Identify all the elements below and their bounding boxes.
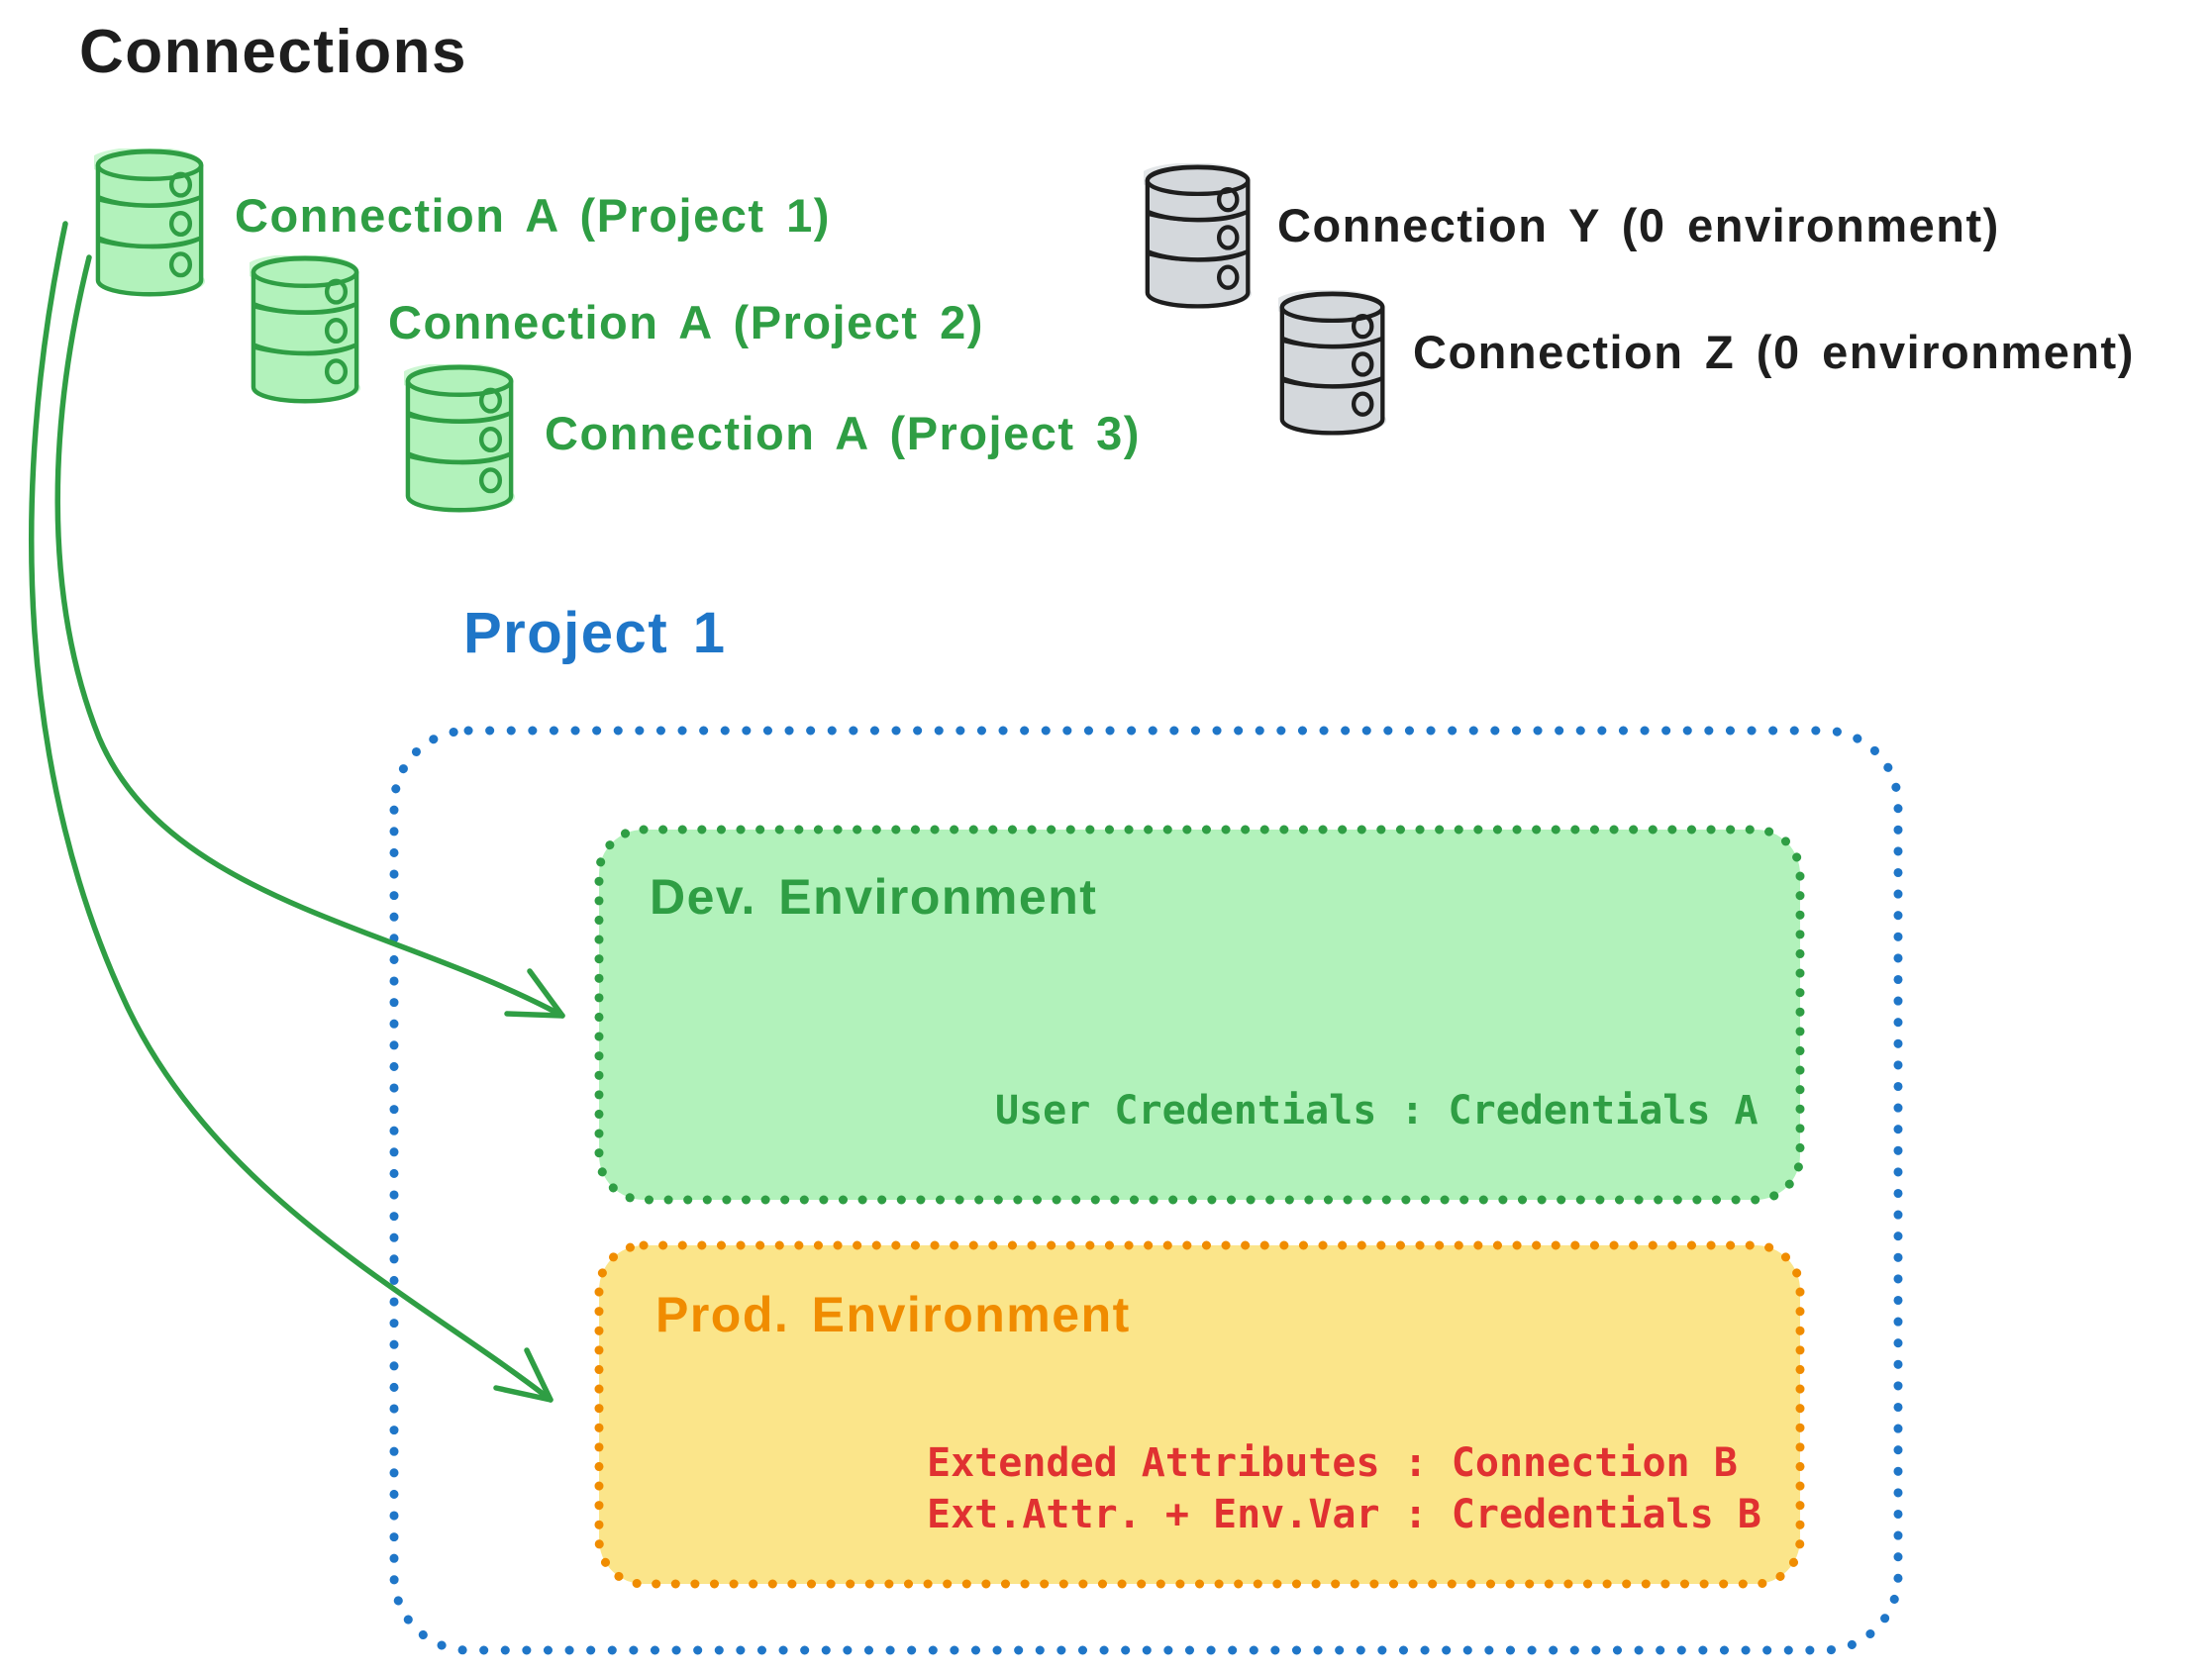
arrow-connection-a-to-dev xyxy=(54,254,565,1019)
connection-a-project-3-label: Connection A (Project 3) xyxy=(545,407,1141,459)
connection-a-project-1-label: Connection A (Project 1) xyxy=(235,189,831,242)
database-icon-connection-z xyxy=(1278,290,1387,435)
project-1-box xyxy=(389,726,1903,1655)
database-icon-connection-a-project-1 xyxy=(94,148,206,296)
prod-environment-mapping-line-1: Extended Attributes : Connection B xyxy=(927,1440,1738,1486)
dev-environment-credentials: User Credentials : Credentials A xyxy=(995,1088,1759,1133)
dev-environment-box xyxy=(594,825,1805,1205)
prod-environment-box xyxy=(594,1240,1805,1589)
arrow-connection-a-to-prod xyxy=(28,221,553,1403)
connection-y-label: Connection Y (0 environment) xyxy=(1277,199,2000,251)
prod-environment-title: Prod. Environment xyxy=(655,1287,1131,1342)
database-icon-connection-a-project-3 xyxy=(404,364,516,512)
project-1-title: Project 1 xyxy=(463,601,727,665)
dev-environment-title: Dev. Environment xyxy=(650,869,1098,925)
connection-z-label: Connection Z (0 environment) xyxy=(1413,326,2135,378)
connections-title: Connections xyxy=(79,18,467,86)
database-icon-connection-y xyxy=(1144,163,1253,308)
database-icon-connection-a-project-2 xyxy=(250,255,361,403)
prod-environment-mapping-line-2: Ext.Attr. + Env.Var : Credentials B xyxy=(927,1492,1761,1537)
connection-a-project-2-label: Connection A (Project 2) xyxy=(388,296,984,348)
